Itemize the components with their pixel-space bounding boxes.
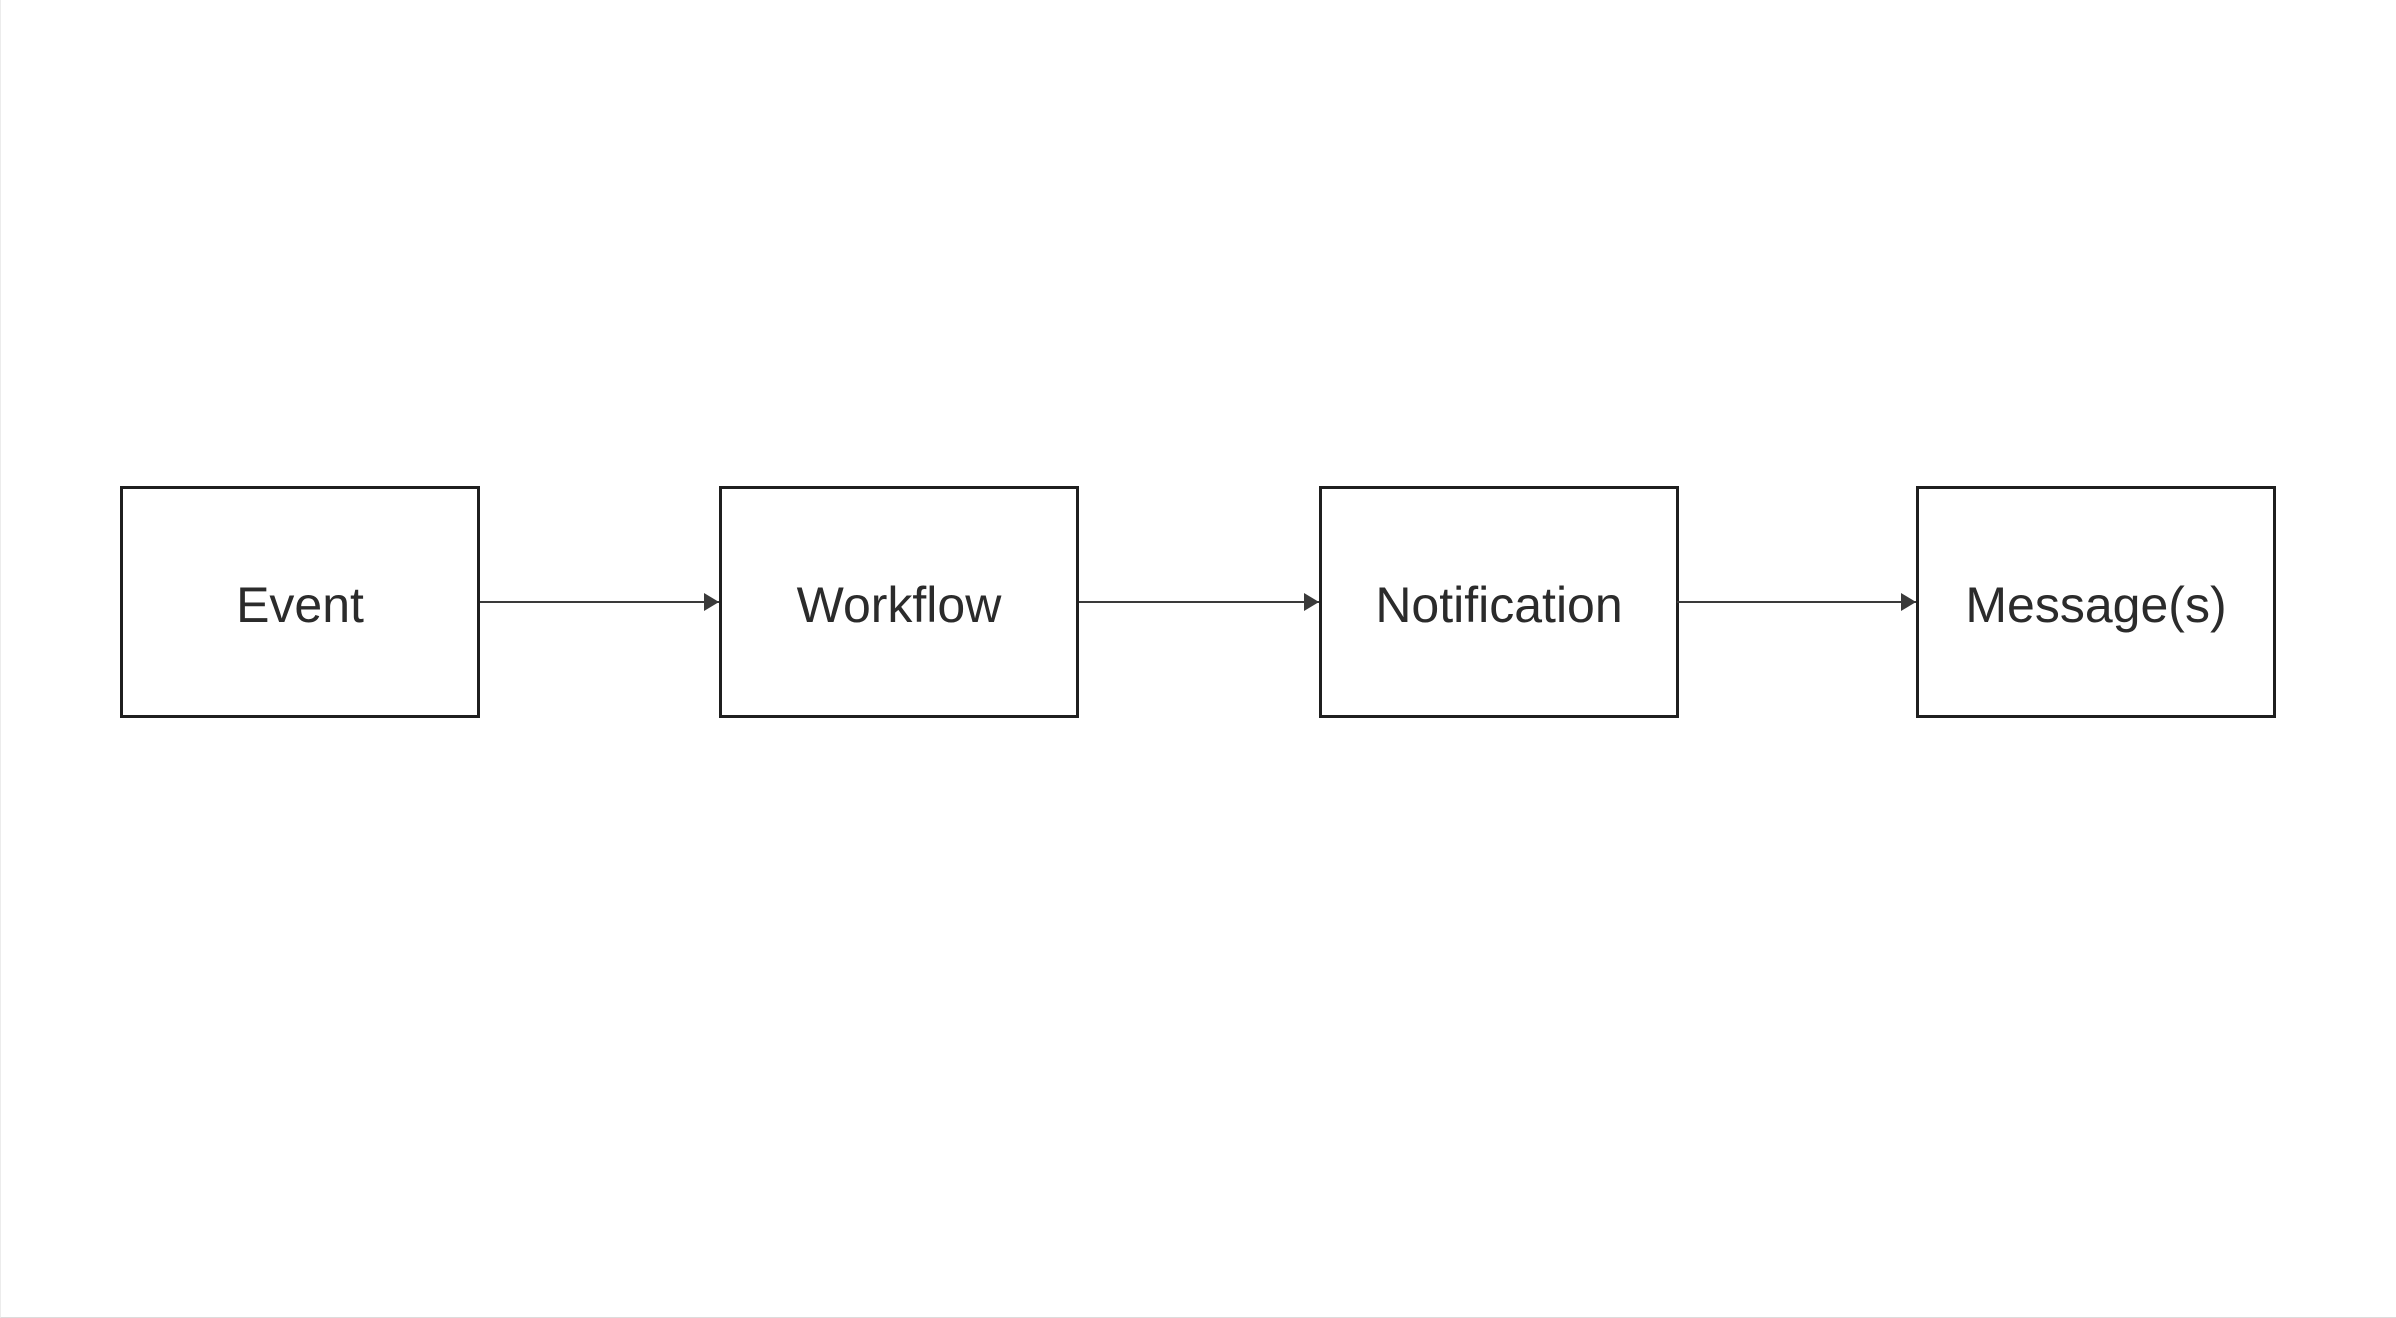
node-workflow[interactable]: Workflow — [719, 486, 1079, 718]
arrowhead-icon — [1304, 593, 1319, 611]
arrow-event-to-workflow[interactable] — [480, 593, 719, 611]
node-messages-label: Message(s) — [1965, 577, 2227, 633]
node-notification[interactable]: Notification — [1319, 486, 1679, 718]
node-event-label: Event — [236, 577, 364, 633]
node-event[interactable]: Event — [120, 486, 480, 718]
arrowhead-icon — [1901, 593, 1916, 611]
arrowhead-icon — [704, 593, 719, 611]
node-messages[interactable]: Message(s) — [1916, 486, 2276, 718]
arrow-notification-to-messages[interactable] — [1677, 593, 1916, 611]
node-workflow-label: Workflow — [796, 577, 1002, 633]
arrow-workflow-to-notification[interactable] — [1079, 593, 1319, 611]
node-notification-label: Notification — [1375, 577, 1623, 633]
